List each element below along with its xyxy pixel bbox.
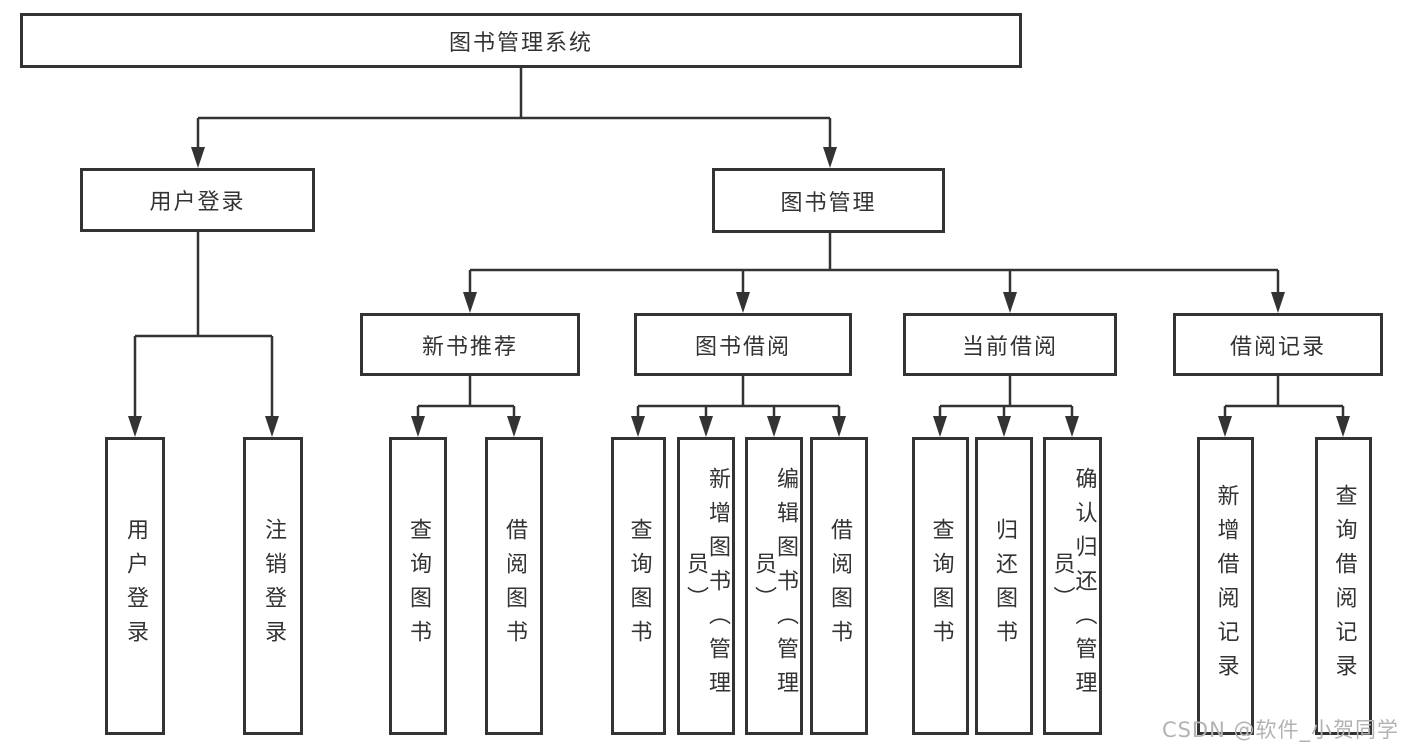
- leaf-recommend-query-books: 查询图书: [389, 437, 447, 735]
- arrowhead: [191, 147, 205, 168]
- leaf-borrow-lend-books: 借阅图书: [810, 437, 868, 735]
- leaf-borrow-query-books: 查询图书: [611, 437, 666, 735]
- connector-root-to-level2: [191, 68, 837, 168]
- arrowhead: [1065, 416, 1079, 437]
- node-book-borrow: 图书借阅: [634, 313, 852, 376]
- connector-current-borrow-children: [933, 376, 1079, 437]
- node-borrow-record: 借阅记录: [1173, 313, 1383, 376]
- leaf-user-login: 用户登录: [105, 437, 165, 735]
- arrowhead: [933, 416, 947, 437]
- connector-user-login-children: [128, 232, 279, 437]
- leaf-record-query-borrow-record: 查询借阅记录: [1315, 437, 1372, 735]
- leaf-current-return-books: 归还图书: [975, 437, 1033, 735]
- arrowhead: [1271, 292, 1285, 313]
- leaf-record-add-borrow-record: 新增借阅记录: [1197, 437, 1254, 735]
- node-book-manage: 图书管理: [712, 168, 945, 233]
- leaf-current-confirm-return-admin: 确认归还（管理员）: [1043, 437, 1102, 735]
- node-current-borrow: 当前借阅: [903, 313, 1117, 376]
- arrowhead: [823, 147, 837, 168]
- arrowhead: [699, 416, 713, 437]
- csdn-watermark: CSDN @软件_小贺同学: [1161, 718, 1399, 742]
- arrowhead: [1218, 416, 1232, 437]
- arrowhead: [411, 416, 425, 437]
- connector-book-manage-children: [463, 233, 1285, 313]
- connector-borrow-record-children: [1218, 376, 1350, 437]
- arrowhead: [463, 292, 477, 313]
- arrowhead: [767, 416, 781, 437]
- leaf-borrow-add-books-admin: 新增图书（管理员）: [677, 437, 735, 735]
- arrowhead: [631, 416, 645, 437]
- connector-book-borrow-children: [631, 376, 846, 437]
- node-user-login: 用户登录: [80, 168, 315, 232]
- arrowhead: [1336, 416, 1350, 437]
- arrowhead: [736, 292, 750, 313]
- leaf-logout: 注销登录: [243, 437, 303, 735]
- leaf-borrow-edit-books-admin: 编辑图书（管理员）: [745, 437, 803, 735]
- arrowhead: [507, 416, 521, 437]
- node-new-book-recommend: 新书推荐: [360, 313, 580, 376]
- arrowhead: [1003, 292, 1017, 313]
- connector-new-book-children: [411, 376, 521, 437]
- arrowhead: [265, 416, 279, 437]
- arrowhead: [997, 416, 1011, 437]
- leaf-recommend-borrow-books: 借阅图书: [485, 437, 543, 735]
- leaf-current-query-books: 查询图书: [912, 437, 969, 735]
- arrowhead: [832, 416, 846, 437]
- node-system-root: 图书管理系统: [20, 13, 1022, 68]
- arrowhead: [128, 416, 142, 437]
